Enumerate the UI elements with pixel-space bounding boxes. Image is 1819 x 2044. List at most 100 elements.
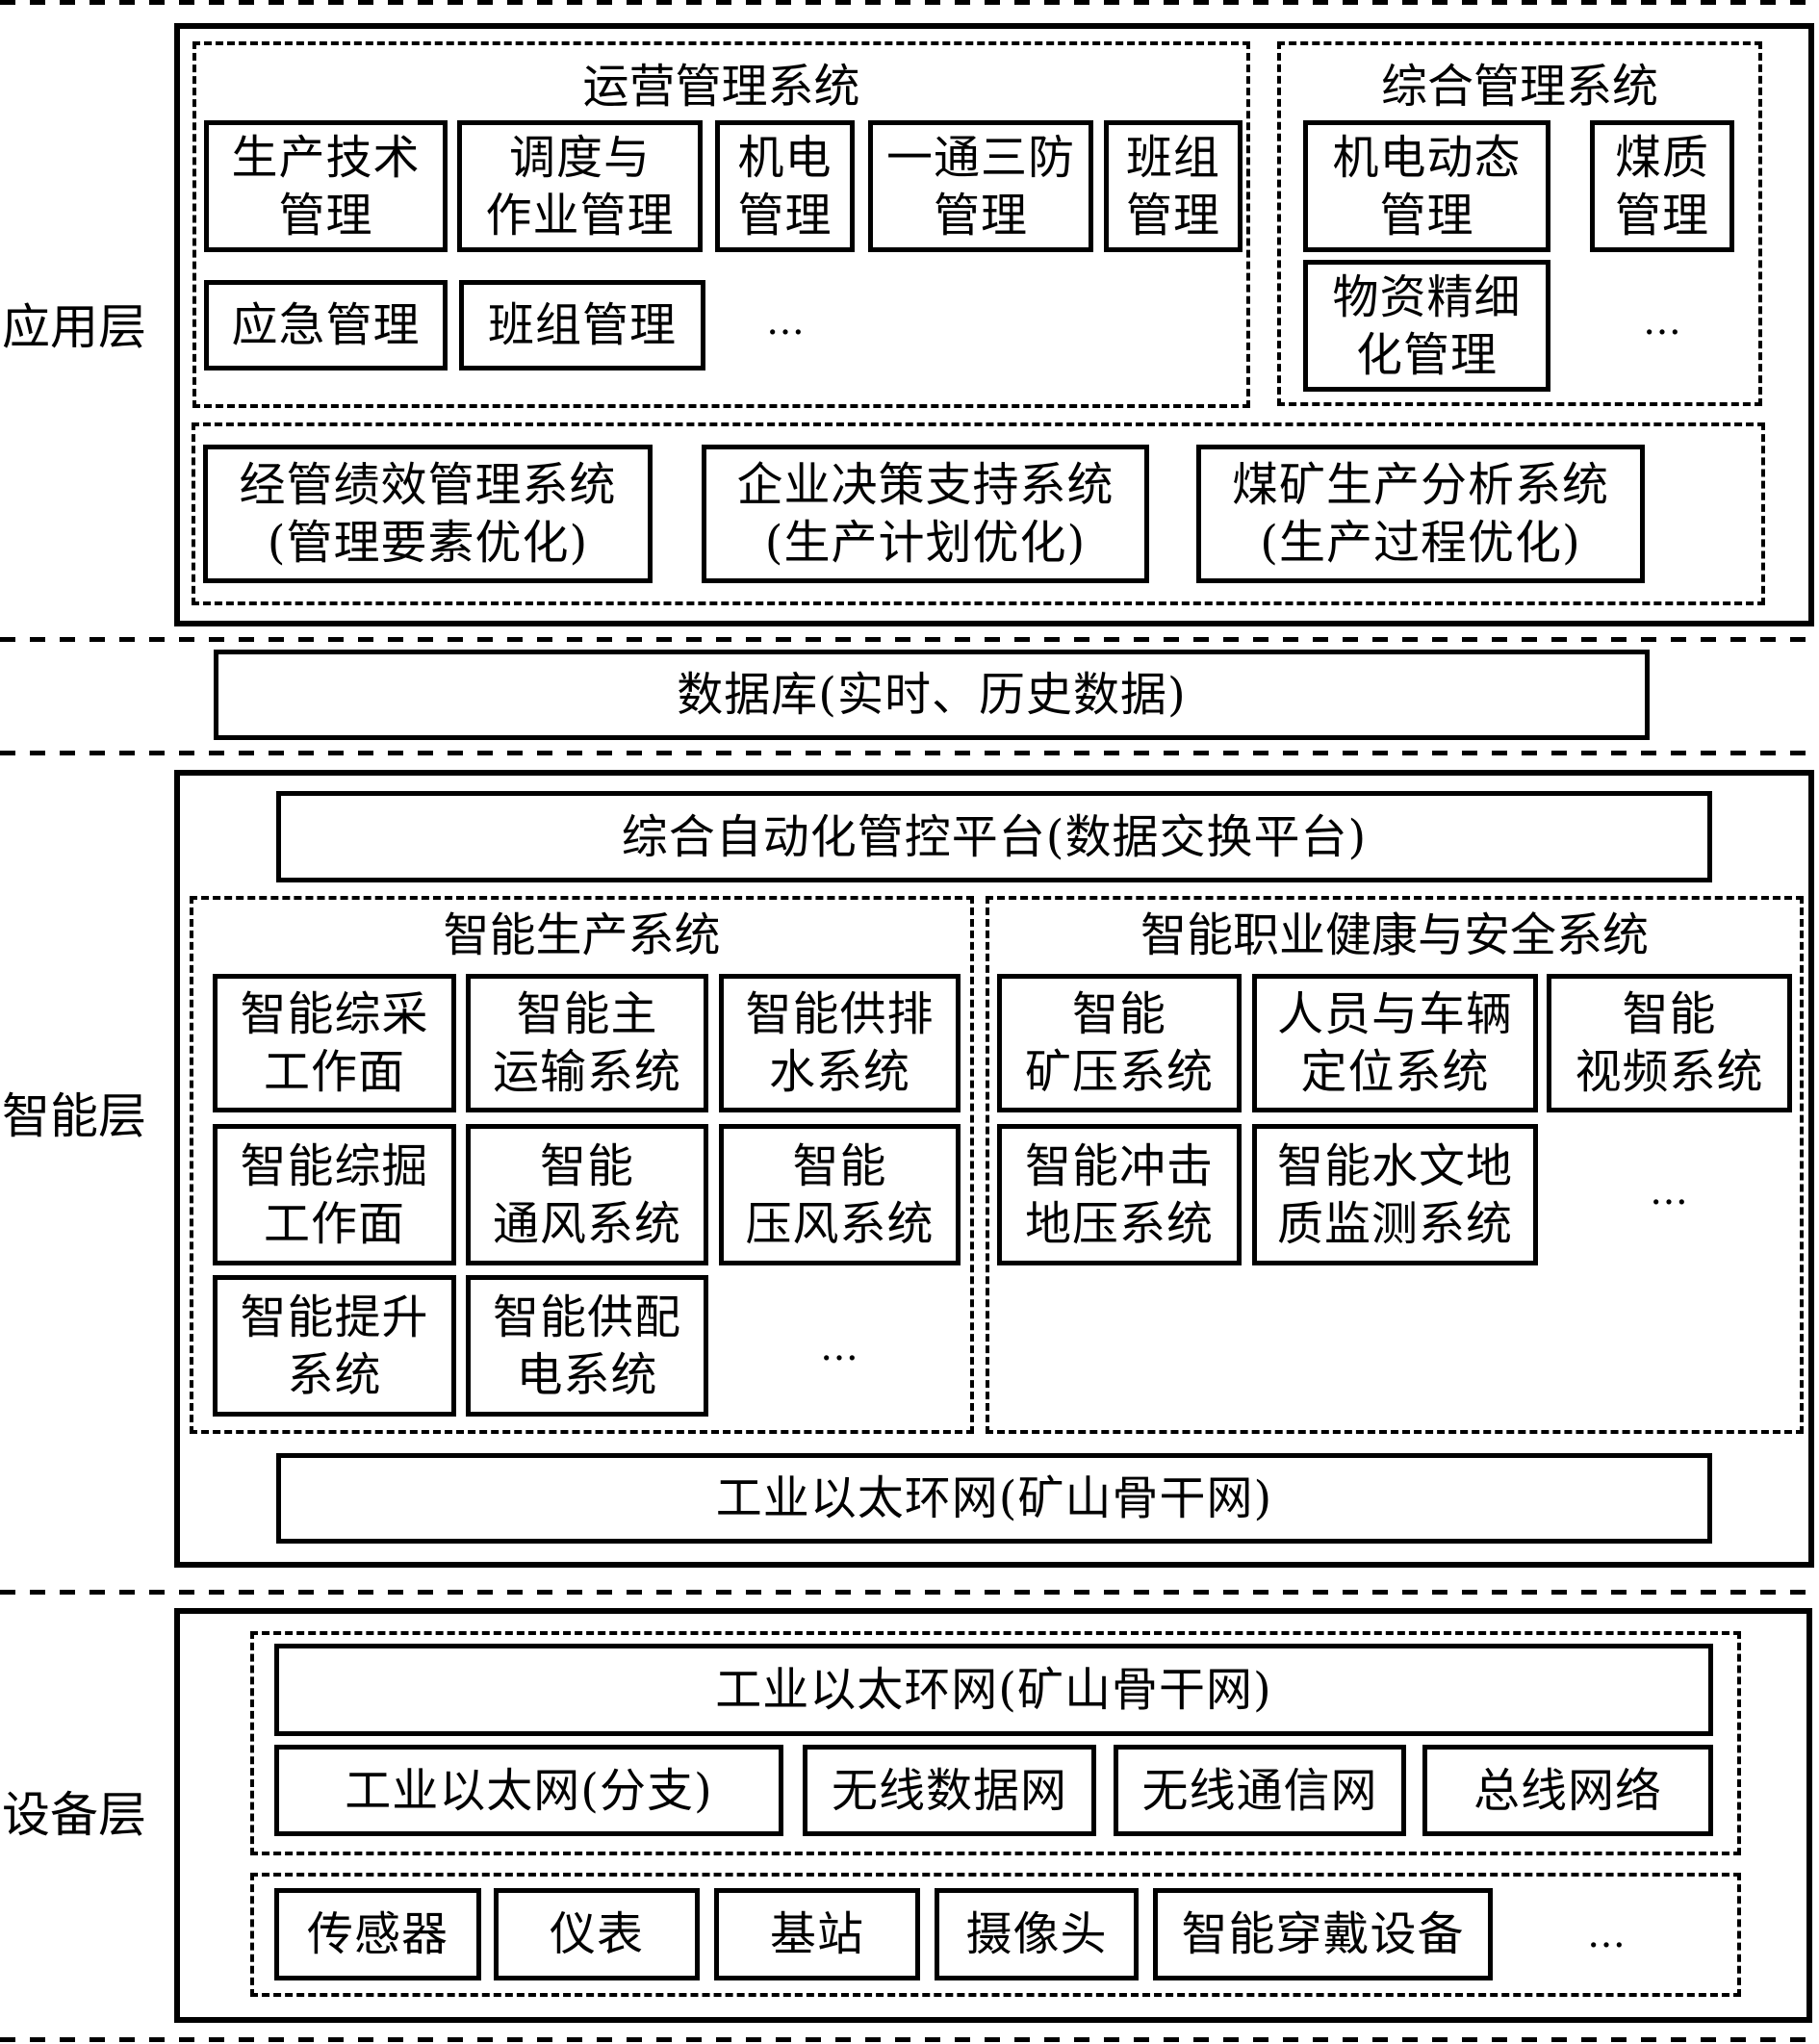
module-box[interactable]: 一通三防 管理 (868, 120, 1093, 252)
more-ellipsis: … (766, 299, 805, 344)
system-label: 煤矿生产分析系统 (生产过程优化) (1231, 458, 1609, 570)
intelligent-production-title: 智能生产系统 (443, 908, 721, 962)
system-box[interactable]: 智能供排 水系统 (719, 974, 961, 1112)
network-box[interactable]: 无线数据网 (803, 1745, 1096, 1836)
system-label: 人员与车辆 定位系统 (1276, 987, 1513, 1099)
system-label: 企业决策支持系统 (生产计划优化) (736, 458, 1114, 570)
module-box[interactable]: 煤质 管理 (1590, 120, 1734, 252)
system-label: 经管绩效管理系统 (管理要素优化) (239, 458, 617, 570)
more-ellipsis: … (1650, 1169, 1688, 1214)
module-box[interactable]: 班组 管理 (1104, 120, 1243, 252)
system-label: 智能水文地 质监测系统 (1276, 1138, 1513, 1251)
database-label: 数据库(实时、历史数据) (677, 668, 1187, 722)
system-box[interactable]: 人员与车辆 定位系统 (1252, 974, 1538, 1112)
system-label: 智能提升 系统 (240, 1290, 429, 1402)
device-group (250, 1873, 1741, 1997)
device-box[interactable]: 智能穿戴设备 (1153, 1888, 1493, 1980)
intelligent-safety-title: 智能职业健康与安全系统 (1140, 908, 1649, 962)
backbone-network-box[interactable]: 工业以太环网(矿山骨干网) (274, 1644, 1713, 1736)
layer-separator (0, 1590, 1819, 1595)
integrated-management-title: 综合管理系统 (1380, 60, 1658, 114)
system-label: 智能主 运输系统 (492, 987, 681, 1099)
system-box[interactable]: 智能主 运输系统 (466, 974, 708, 1112)
more-ellipsis: … (1587, 1912, 1626, 1956)
system-label: 智能供配 电系统 (492, 1290, 681, 1402)
system-label: 智能供排 水系统 (745, 987, 935, 1099)
system-label: 智能 矿压系统 (1024, 987, 1214, 1099)
device-box[interactable]: 仪表 (494, 1888, 700, 1980)
layer-label-intelligent: 智能层 (2, 1088, 146, 1144)
device-box[interactable]: 基站 (714, 1888, 920, 1980)
backbone-network-box[interactable]: 工业以太环网(矿山骨干网) (276, 1453, 1712, 1544)
module-label: 机电动态 管理 (1332, 130, 1522, 243)
device-box[interactable]: 传感器 (274, 1888, 481, 1980)
device-box[interactable]: 摄像头 (935, 1888, 1139, 1980)
module-box[interactable]: 班组管理 (459, 280, 705, 370)
module-label: 物资精细 化管理 (1332, 269, 1522, 382)
platform-label: 综合自动化管控平台(数据交换平台) (621, 809, 1368, 864)
system-box[interactable]: 智能 压风系统 (719, 1124, 961, 1265)
system-label: 智能 通风系统 (492, 1138, 681, 1251)
system-label: 智能综掘 工作面 (240, 1138, 429, 1251)
network-box[interactable]: 工业以太网(分支) (274, 1745, 783, 1836)
system-label: 智能综采 工作面 (240, 987, 429, 1099)
system-box[interactable]: 智能综采 工作面 (213, 974, 456, 1112)
backbone-network-label: 工业以太环网(矿山骨干网) (715, 1471, 1273, 1525)
network-box[interactable]: 无线通信网 (1114, 1745, 1406, 1836)
system-box[interactable]: 企业决策支持系统 (生产计划优化) (702, 445, 1149, 583)
system-box[interactable]: 智能提升 系统 (213, 1275, 456, 1417)
system-box[interactable]: 智能 视频系统 (1547, 974, 1792, 1112)
system-box[interactable]: 煤矿生产分析系统 (生产过程优化) (1196, 445, 1645, 583)
module-label: 班组管理 (487, 298, 677, 352)
layer-separator (0, 637, 1819, 642)
network-label: 工业以太网(分支) (345, 1763, 713, 1818)
intelligent-production-group (190, 896, 974, 1434)
system-label: 智能 视频系统 (1575, 987, 1764, 1099)
operations-management-group (192, 41, 1250, 408)
system-box[interactable]: 智能水文地 质监测系统 (1252, 1124, 1538, 1265)
system-box[interactable]: 智能冲击 地压系统 (997, 1124, 1242, 1265)
operations-management-title: 运营管理系统 (582, 60, 860, 114)
layer-label-device: 设备层 (2, 1787, 146, 1843)
device-label: 仪表 (549, 1907, 644, 1961)
backbone-network-label: 工业以太环网(矿山骨干网) (715, 1663, 1272, 1717)
application-layer-box (174, 23, 1814, 626)
module-label: 机电 管理 (737, 130, 833, 243)
module-box[interactable]: 物资精细 化管理 (1303, 260, 1550, 392)
module-label: 应急管理 (231, 298, 421, 352)
database-box[interactable]: 数据库(实时、历史数据) (214, 650, 1650, 740)
network-box[interactable]: 总线网络 (1422, 1745, 1713, 1836)
module-box[interactable]: 应急管理 (204, 280, 448, 370)
module-box[interactable]: 机电 管理 (715, 120, 855, 252)
integrated-management-group (1277, 41, 1762, 406)
device-layer-box (174, 1608, 1812, 2023)
system-label: 智能冲击 地压系统 (1024, 1138, 1214, 1251)
module-label: 生产技术 管理 (231, 130, 421, 243)
system-box[interactable]: 经管绩效管理系统 (管理要素优化) (203, 445, 653, 583)
layer-separator (0, 2037, 1819, 2042)
system-box[interactable]: 智能 矿压系统 (997, 974, 1242, 1112)
network-label: 无线通信网 (1141, 1763, 1378, 1818)
layer-separator (0, 751, 1819, 755)
more-ellipsis: … (820, 1325, 858, 1369)
platform-box[interactable]: 综合自动化管控平台(数据交换平台) (276, 791, 1712, 882)
device-label: 摄像头 (965, 1907, 1108, 1961)
analysis-systems-group (192, 422, 1765, 605)
module-label: 煤质 管理 (1614, 130, 1709, 243)
device-label: 传感器 (306, 1907, 448, 1961)
network-label: 无线数据网 (831, 1763, 1067, 1818)
module-label: 班组 管理 (1125, 130, 1220, 243)
module-box[interactable]: 机电动态 管理 (1303, 120, 1550, 252)
system-box[interactable]: 智能综掘 工作面 (213, 1124, 456, 1265)
more-ellipsis: … (1643, 299, 1681, 344)
system-box[interactable]: 智能供配 电系统 (466, 1275, 708, 1417)
network-group (250, 1631, 1741, 1855)
network-label: 总线网络 (1473, 1763, 1662, 1818)
system-box[interactable]: 智能 通风系统 (466, 1124, 708, 1265)
module-box[interactable]: 调度与 作业管理 (457, 120, 703, 252)
module-box[interactable]: 生产技术 管理 (204, 120, 448, 252)
device-label: 智能穿戴设备 (1181, 1907, 1465, 1961)
system-label: 智能 压风系统 (745, 1138, 935, 1251)
device-label: 基站 (769, 1907, 864, 1961)
module-label: 调度与 作业管理 (485, 130, 675, 243)
